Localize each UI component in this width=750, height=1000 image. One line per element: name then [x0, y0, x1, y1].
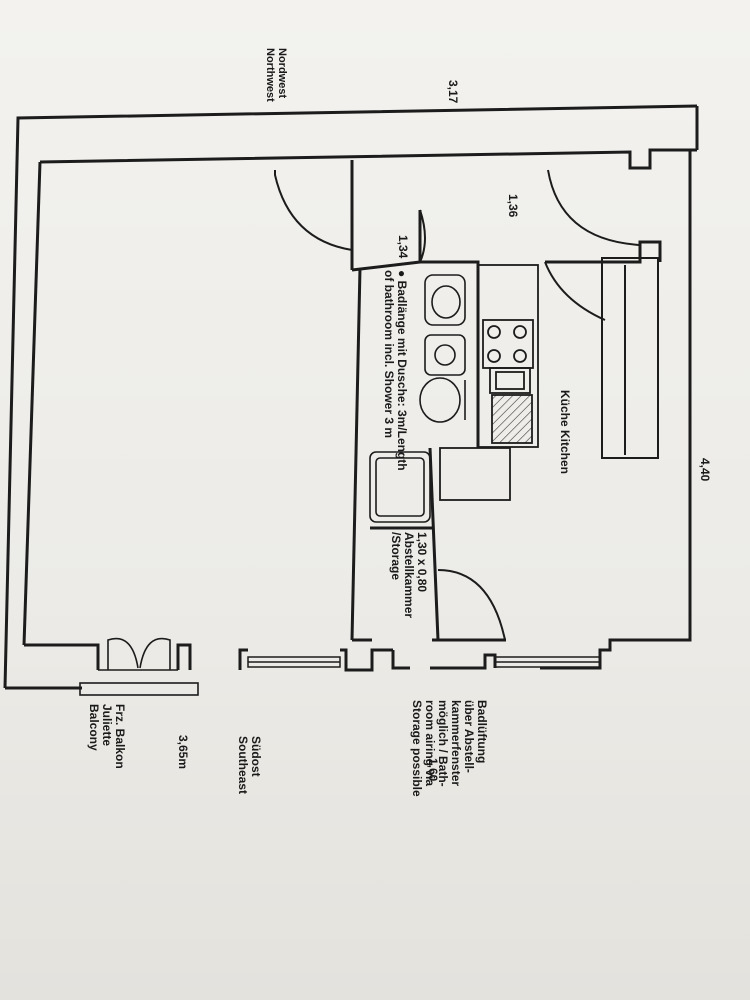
note-line4: möglich / Bath-	[436, 700, 450, 787]
note-line5: room airing via	[423, 700, 437, 787]
dimension-kitchen-length: 4,40	[698, 458, 712, 482]
dimension-room-width: 3,65m	[176, 735, 190, 770]
balcony-line3: Balcony	[87, 704, 101, 751]
dimension-hall-depth: 1,34	[396, 235, 410, 259]
bathroom-fixture	[369, 274, 466, 523]
storage-name-en: /Storage	[389, 532, 403, 581]
dimension-top-width: 3,17	[446, 80, 460, 104]
balcony-line1: Frz. Balkon	[113, 704, 127, 769]
direction-southeast-en: Southeast	[236, 736, 250, 795]
direction-southeast-de: Südost	[249, 736, 263, 777]
kitchen-counter	[439, 264, 539, 501]
bathroom-length-label: ● Badlänge mit Dusche: 3m/Length of bath…	[382, 270, 409, 471]
note-line1: Badlüftung	[475, 700, 489, 764]
outer-wall	[3, 104, 699, 689]
direction-northwest-en: Northwest	[264, 48, 276, 102]
storage-label: 1,30 x 0,80 Abstellkammer /Storage	[389, 532, 429, 619]
window-glazing	[247, 656, 601, 668]
storage-size: 1,30 x 0,80	[415, 532, 429, 593]
balcony-label: Frz. Balkon Juliette Balcony	[87, 704, 127, 769]
kitchen-label: Küche Kitchen	[558, 390, 572, 475]
direction-southeast: Südost Southeast	[236, 736, 263, 795]
bath-ventilation-note: Badlüftung über Abstell- kammerfenster m…	[410, 700, 489, 797]
direction-northwest-de: Nordwest	[276, 48, 288, 99]
note-line3: kammerfenster	[449, 700, 463, 787]
door-swing	[274, 169, 641, 641]
storage-name-de: Abstellkammer	[402, 532, 416, 619]
balcony-line2: Juliette	[100, 704, 114, 747]
note-line6: Storage possible	[410, 700, 424, 797]
balcony-railing	[79, 637, 199, 696]
bathroom-length-line2: of bathroom incl. Shower 3 m	[382, 270, 396, 439]
note-line2: über Abstell-	[462, 700, 476, 773]
dimension-storage-width: 1,60	[426, 758, 440, 782]
bathroom-length-line1: ● Badlänge mit Dusche: 3m/Length	[395, 270, 409, 471]
dimension-hall-width: 1,36	[506, 194, 520, 218]
direction-northwest: Nordwest Northwest	[264, 48, 288, 102]
kitchen-window	[601, 257, 659, 459]
